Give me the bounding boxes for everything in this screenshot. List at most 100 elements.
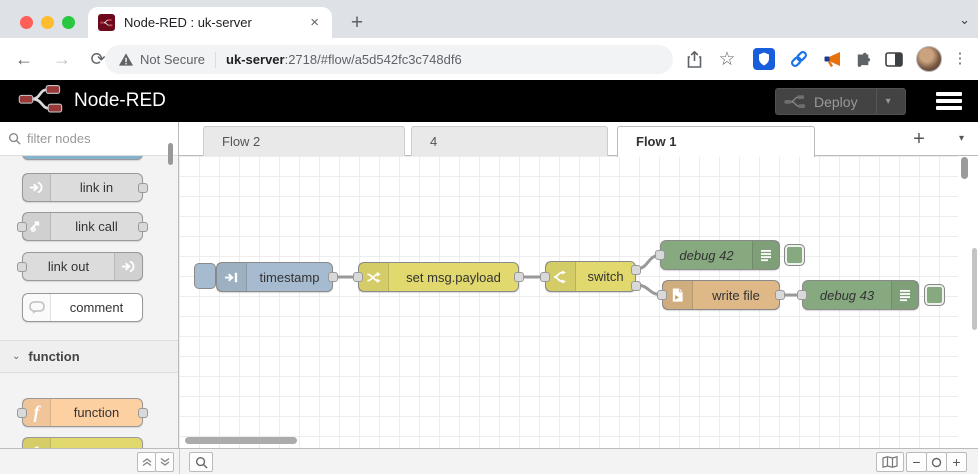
fullscreen-window-button[interactable]	[62, 16, 75, 29]
extensions-puzzle-icon[interactable]	[852, 47, 876, 71]
main-menu-icon[interactable]	[936, 92, 962, 110]
nodered-favicon	[98, 14, 115, 31]
category-chevron-icon: ⌄	[12, 351, 21, 362]
input-port[interactable]	[17, 262, 27, 272]
double-chevron-down-icon	[160, 457, 169, 466]
canvas-scroll-gutter	[958, 156, 978, 448]
inject-button[interactable]	[194, 263, 216, 289]
link-in-icon	[23, 174, 51, 201]
deploy-options-caret[interactable]: ▾	[875, 89, 891, 114]
palette-node-label: function	[73, 405, 120, 420]
browser-tab[interactable]: Node-RED : uk-server ×	[88, 7, 332, 38]
palette-category-function[interactable]: ⌄ function	[0, 340, 178, 373]
node-label: debug 43	[819, 287, 875, 303]
input-port[interactable]	[353, 272, 363, 282]
output-port[interactable]	[138, 183, 148, 193]
app-title: Node-RED	[74, 90, 166, 111]
tab-search-icon[interactable]: ⌄	[959, 12, 970, 27]
input-port[interactable]	[17, 222, 27, 232]
input-port[interactable]	[657, 290, 667, 300]
node-label: switch	[587, 269, 624, 284]
side-panel-icon[interactable]	[882, 47, 906, 71]
debug43-toggle-button[interactable]	[924, 284, 945, 306]
flow-list-caret[interactable]: ▾	[958, 133, 964, 144]
palette-node-partial-bottom[interactable]	[22, 437, 143, 448]
palette-filter[interactable]	[0, 122, 178, 156]
canvas-vertical-scrollbar[interactable]	[961, 157, 968, 179]
output-port-2[interactable]	[631, 281, 641, 291]
canvas-horizontal-scrollbar[interactable]	[185, 437, 297, 444]
bookmark-star-icon[interactable]: ☆	[718, 48, 736, 70]
new-tab-button[interactable]: +	[350, 11, 364, 34]
flow-node-change[interactable]: set msg.payload	[353, 262, 524, 292]
double-chevron-up-icon	[142, 458, 151, 467]
back-button[interactable]: ←	[15, 49, 33, 69]
search-icon	[8, 132, 21, 145]
flow-node-switch[interactable]: switch	[540, 261, 641, 292]
not-secure-warning-icon	[119, 53, 133, 66]
reload-button[interactable]: ⟳	[90, 49, 106, 69]
navigator-map-button[interactable]	[876, 452, 904, 472]
palette-scroll-area[interactable]: link in link call link out	[0, 156, 178, 448]
output-port[interactable]	[775, 290, 785, 300]
close-window-button[interactable]	[20, 16, 33, 29]
browser-menu-icon[interactable]: ⋮	[952, 50, 968, 67]
link-extension-icon[interactable]	[787, 47, 811, 71]
flow-node-debug43[interactable]: debug 43	[797, 280, 919, 310]
input-port[interactable]	[17, 408, 27, 418]
flow-node-writefile[interactable]: write file	[657, 280, 785, 310]
palette-node-partial-top[interactable]	[22, 156, 143, 160]
footer-bar: − +	[0, 448, 978, 474]
palette-node-comment[interactable]: comment	[22, 293, 143, 322]
profile-avatar[interactable]	[916, 46, 942, 72]
palette-node-link-out[interactable]: link out	[17, 252, 143, 281]
palette-node-label: link call	[75, 219, 118, 234]
output-port[interactable]	[138, 408, 148, 418]
add-flow-button[interactable]: +	[913, 128, 925, 150]
node-palette: link in link call link out	[0, 122, 179, 448]
collapse-categories-button[interactable]	[137, 452, 156, 472]
palette-node-label: comment	[69, 300, 124, 315]
palette-node-link-call[interactable]: link call	[17, 212, 148, 241]
zoom-in-button[interactable]: +	[946, 452, 967, 472]
node-label: debug 42	[679, 247, 734, 263]
omnibox-divider	[215, 51, 217, 68]
flow-tab-4[interactable]: 4	[411, 126, 608, 156]
flow-canvas[interactable]: timestamp set msg.payload switch debug 4…	[179, 156, 958, 448]
output-port-1[interactable]	[631, 265, 641, 275]
zoom-reset-button[interactable]	[926, 452, 947, 472]
palette-scrollbar-thumb[interactable]	[168, 143, 173, 165]
minimize-window-button[interactable]	[41, 16, 54, 29]
output-port[interactable]	[328, 272, 338, 282]
search-flows-button[interactable]	[189, 452, 213, 472]
address-bar[interactable]: Not Secure uk-server :2718/#flow/a5d542f…	[105, 45, 673, 74]
flow-tab-flow2[interactable]: Flow 2	[203, 126, 405, 156]
share-icon[interactable]	[682, 47, 706, 71]
node-label: write file	[712, 287, 760, 303]
node-label: set msg.payload	[406, 269, 501, 285]
bitwarden-extension-icon[interactable]	[753, 48, 775, 70]
function-icon: f	[23, 399, 51, 426]
zoom-out-button[interactable]: −	[906, 452, 927, 472]
titlebar: Node-RED : uk-server × + ⌄	[0, 0, 978, 38]
link-call-icon	[23, 213, 51, 240]
window-scrollbar[interactable]	[972, 248, 977, 330]
flow-node-inject[interactable]: timestamp	[216, 262, 338, 292]
input-port[interactable]	[655, 250, 665, 260]
inject-icon	[217, 263, 247, 291]
megaphone-extension-icon[interactable]	[820, 47, 844, 71]
flow-node-debug42[interactable]: debug 42	[655, 240, 780, 270]
flow-tab-flow1-active[interactable]: Flow 1	[617, 126, 815, 157]
output-port[interactable]	[138, 222, 148, 232]
input-port[interactable]	[797, 290, 807, 300]
debug42-toggle-button[interactable]	[784, 244, 805, 266]
map-icon	[882, 456, 898, 468]
output-port[interactable]	[514, 272, 524, 282]
close-tab-icon[interactable]: ×	[310, 14, 319, 31]
palette-node-link-in[interactable]: link in	[22, 173, 148, 202]
palette-node-function[interactable]: f function	[17, 398, 148, 427]
input-port[interactable]	[540, 272, 550, 282]
deploy-button[interactable]: Deploy ▾	[775, 88, 906, 115]
expand-categories-button[interactable]	[155, 452, 174, 472]
palette-filter-input[interactable]	[27, 131, 157, 146]
